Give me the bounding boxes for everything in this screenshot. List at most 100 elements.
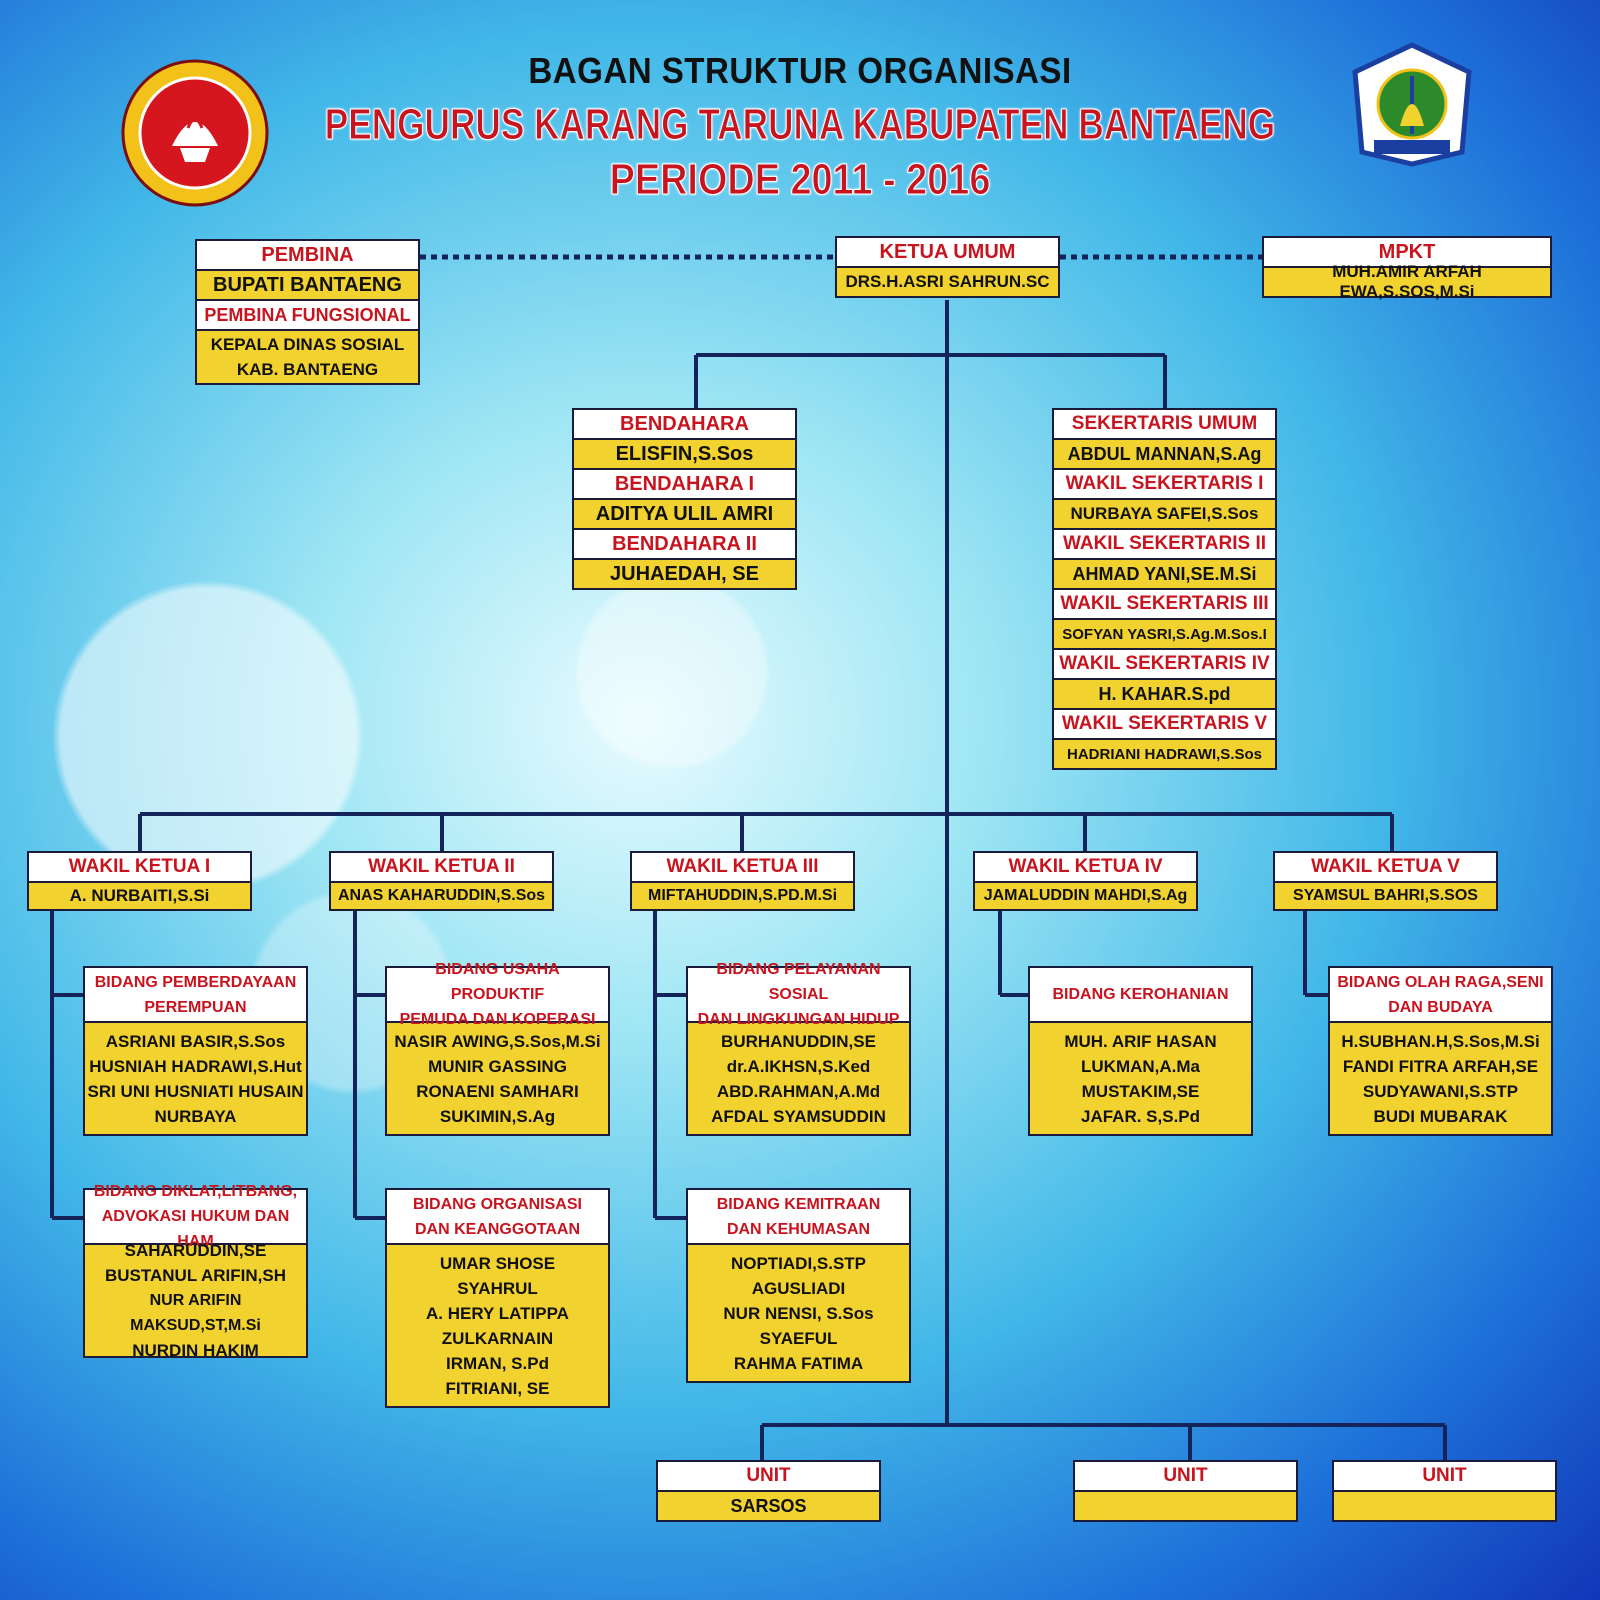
sekretaris-name: NURBAYA SAFEI,S.Sos xyxy=(1052,498,1277,530)
sekretaris-role: WAKIL SEKERTARIS II xyxy=(1052,528,1277,560)
pembina-fungsional-line1: KEPALA DINAS SOSIAL xyxy=(210,335,405,354)
bendahara-role: BENDAHARA II xyxy=(572,528,797,560)
bidang-olahraga-seni: BIDANG OLAH RAGA,SENI DAN BUDAYA H.SUBHA… xyxy=(1328,966,1553,1136)
pembina-fungsional-name: KEPALA DINAS SOSIAL KAB. BANTAENG xyxy=(195,329,420,385)
member-name: NURDIN HAKIM xyxy=(132,1341,259,1360)
member-name: NURBAYA xyxy=(154,1106,237,1126)
wakil-ketua-name: SYAMSUL BAHRI,S.SOS xyxy=(1273,881,1498,911)
wakil-ketua-title: WAKIL KETUA III xyxy=(630,851,855,883)
bidang-title-line: DAN LINGKUNGAN HIDUP xyxy=(697,1011,900,1028)
member-name: AGUSLIADI xyxy=(751,1278,846,1298)
bidang-title-line: BIDANG KEMITRAAN xyxy=(716,1195,881,1213)
bidang-title: BIDANG PEMBERDAYAAN PEREMPUAN xyxy=(83,966,308,1023)
member-name: SYAHRUL xyxy=(457,1278,538,1298)
sekretaris-name: SOFYAN YASRI,S.Ag.M.Sos.I xyxy=(1052,618,1277,650)
bidang-pelayanan-sosial: BIDANG PELAYANAN SOSIAL DAN LINGKUNGAN H… xyxy=(686,961,911,1136)
member-name: ASRIANI BASIR,S.Sos xyxy=(105,1031,286,1051)
pembina-fungsional-line2: KAB. BANTAENG xyxy=(236,360,379,379)
bidang-kemitraan: BIDANG KEMITRAAN DAN KEHUMASAN NOPTIADI,… xyxy=(686,1188,911,1383)
unit-name xyxy=(1332,1490,1557,1522)
bidang-title-line: DAN KEHUMASAN xyxy=(726,1220,871,1238)
bendahara-role: BENDAHARA I xyxy=(572,468,797,500)
pembina-title: PEMBINA xyxy=(195,239,420,271)
bidang-title-line: ADVOKASI HUKUM DAN HAM xyxy=(101,1208,290,1250)
member-name: AFDAL SYAMSUDDIN xyxy=(711,1106,886,1126)
member-name: MUSTAKIM,SE xyxy=(1081,1081,1200,1101)
sekretaris-name: ABDUL MANNAN,S.Ag xyxy=(1052,438,1277,470)
bidang-title-line: BIDANG PEMBERDAYAAN xyxy=(94,973,297,991)
bidang-members: NASIR AWING,S.Sos,M.Si MUNIR GASSING RON… xyxy=(385,1021,610,1136)
sekretaris-name: HADRIANI HADRAWI,S.Sos xyxy=(1052,738,1277,770)
bidang-diklat-litbang: BIDANG DIKLAT,LITBANG, ADVOKASI HUKUM DA… xyxy=(83,1183,308,1360)
bidang-usaha-produktif: BIDANG USAHA PRODUKTIF PEMUDA DAN KOPERA… xyxy=(385,961,610,1136)
unit-box-3: UNIT xyxy=(1332,1460,1557,1522)
bendahara-name: ADITYA ULIL AMRI xyxy=(572,498,797,530)
wakil-ketua-title: WAKIL KETUA II xyxy=(329,851,554,883)
bidang-title-line: BIDANG DIKLAT,LITBANG, xyxy=(93,1183,298,1200)
wakil-ketua-4-box: WAKIL KETUA IV JAMALUDDIN MAHDI,S.Ag xyxy=(973,851,1198,911)
bidang-organisasi: BIDANG ORGANISASI DAN KEANGGOTAAN UMAR S… xyxy=(385,1188,610,1408)
ketua-umum-box: KETUA UMUM DRS.H.ASRI SAHRUN.SC xyxy=(835,236,1060,298)
wakil-ketua-2-box: WAKIL KETUA II ANAS KAHARUDDIN,S.Sos xyxy=(329,851,554,911)
member-name: NOPTIADI,S.STP xyxy=(730,1253,867,1273)
unit-name xyxy=(1073,1490,1298,1522)
bidang-title-line: DAN BUDAYA xyxy=(1388,998,1493,1016)
unit-title: UNIT xyxy=(1332,1460,1557,1492)
bidang-title-line: PEMUDA DAN KOPERASI xyxy=(399,1011,596,1028)
bidang-members: SAHARUDDIN,SE BUSTANUL ARIFIN,SH NUR ARI… xyxy=(83,1241,308,1360)
pembina-name: BUPATI BANTAENG xyxy=(195,269,420,301)
member-name: RONAENI SAMHARI xyxy=(416,1081,579,1101)
bidang-title: BIDANG OLAH RAGA,SENI DAN BUDAYA xyxy=(1328,966,1553,1023)
kabupaten-bantaeng-logo xyxy=(1352,42,1472,167)
bidang-title-line: BIDANG ORGANISASI xyxy=(413,1195,582,1213)
bidang-title: BIDANG PELAYANAN SOSIAL DAN LINGKUNGAN H… xyxy=(686,961,911,1028)
member-name: SRI UNI HUSNIATI HUSAIN xyxy=(87,1081,304,1101)
wakil-ketua-title: WAKIL KETUA I xyxy=(27,851,252,883)
bidang-title: BIDANG DIKLAT,LITBANG, ADVOKASI HUKUM DA… xyxy=(83,1183,308,1250)
member-name: MUH. ARIF HASAN xyxy=(1064,1031,1217,1051)
member-name: NUR NENSI, S.Sos xyxy=(723,1303,874,1323)
bidang-title-line: BIDANG USAHA PRODUKTIF xyxy=(435,961,560,1003)
member-name: A. HERY LATIPPA xyxy=(426,1303,569,1323)
member-name: IRMAN, S.Pd xyxy=(446,1353,549,1373)
member-name: SUKIMIN,S.Ag xyxy=(439,1106,556,1126)
chart-period: PERIODE 2011 - 2016 xyxy=(609,155,991,205)
member-name: BURHANUDDIN,SE xyxy=(721,1031,876,1051)
wakil-ketua-name: A. NURBAITI,S.Si xyxy=(27,881,252,911)
mpkt-name: MUH.AMIR ARFAH EWA,S.SOS,M.Si xyxy=(1262,262,1552,301)
bidang-title: BIDANG KEROHANIAN xyxy=(1028,966,1253,1023)
bidang-members: BURHANUDDIN,SE dr.A.IKHSN,S.Ked ABD.RAHM… xyxy=(686,1021,911,1136)
sekretaris-role: SEKERTARIS UMUM xyxy=(1052,408,1277,440)
bendahara-name: ELISFIN,S.Sos xyxy=(572,438,797,470)
bidang-title-line: BIDANG PELAYANAN SOSIAL xyxy=(716,961,881,1003)
wakil-ketua-name: MIFTAHUDDIN,S.PD.M.Si xyxy=(630,881,855,911)
member-name: NASIR AWING,S.Sos,M.Si xyxy=(394,1031,601,1051)
bidang-members: UMAR SHOSE SYAHRUL A. HERY LATIPPA ZULKA… xyxy=(385,1243,610,1408)
member-name: UMAR SHOSE xyxy=(439,1253,556,1273)
member-name: RAHMA FATIMA xyxy=(733,1353,864,1373)
bidang-title: BIDANG KEMITRAAN DAN KEHUMASAN xyxy=(686,1188,911,1245)
bidang-title-line: BIDANG OLAH RAGA,SENI xyxy=(1337,973,1544,991)
sekretaris-role: WAKIL SEKERTARIS IV xyxy=(1052,648,1277,680)
wakil-ketua-name: ANAS KAHARUDDIN,S.Sos xyxy=(329,881,554,911)
mpkt-box: MPKT MUH.AMIR ARFAH EWA,S.SOS,M.Si xyxy=(1262,236,1552,301)
bidang-members: MUH. ARIF HASAN LUKMAN,A.Ma MUSTAKIM,SE … xyxy=(1028,1021,1253,1136)
pembina-box: PEMBINA BUPATI BANTAENG PEMBINA FUNGSION… xyxy=(195,239,420,385)
member-name: BUDI MUBARAK xyxy=(1373,1106,1508,1126)
bidang-kerohanian: BIDANG KEROHANIAN MUH. ARIF HASAN LUKMAN… xyxy=(1028,966,1253,1136)
bidang-title-line: DAN KEANGGOTAAN xyxy=(414,1220,581,1238)
bidang-title: BIDANG ORGANISASI DAN KEANGGOTAAN xyxy=(385,1188,610,1245)
wakil-ketua-3-box: WAKIL KETUA III MIFTAHUDDIN,S.PD.M.Si xyxy=(630,851,855,911)
member-name: HUSNIAH HADRAWI,S.Hut xyxy=(89,1056,302,1076)
chart-title: BAGAN STRUKTUR ORGANISASI xyxy=(528,50,1072,91)
member-name: BUSTANUL ARIFIN,SH xyxy=(104,1266,286,1285)
member-name: dr.A.IKHSN,S.Ked xyxy=(726,1056,871,1076)
sekretaris-name: H. KAHAR.S.pd xyxy=(1052,678,1277,710)
member-name: LUKMAN,A.Ma xyxy=(1081,1056,1200,1076)
wakil-ketua-1-box: WAKIL KETUA I A. NURBAITI,S.Si xyxy=(27,851,252,911)
bendahara-box: BENDAHARA ELISFIN,S.Sos BENDAHARA I ADIT… xyxy=(572,408,797,590)
sekretaris-box: SEKERTARIS UMUM ABDUL MANNAN,S.Ag WAKIL … xyxy=(1052,408,1277,770)
member-name: SAHARUDDIN,SE xyxy=(124,1241,267,1260)
